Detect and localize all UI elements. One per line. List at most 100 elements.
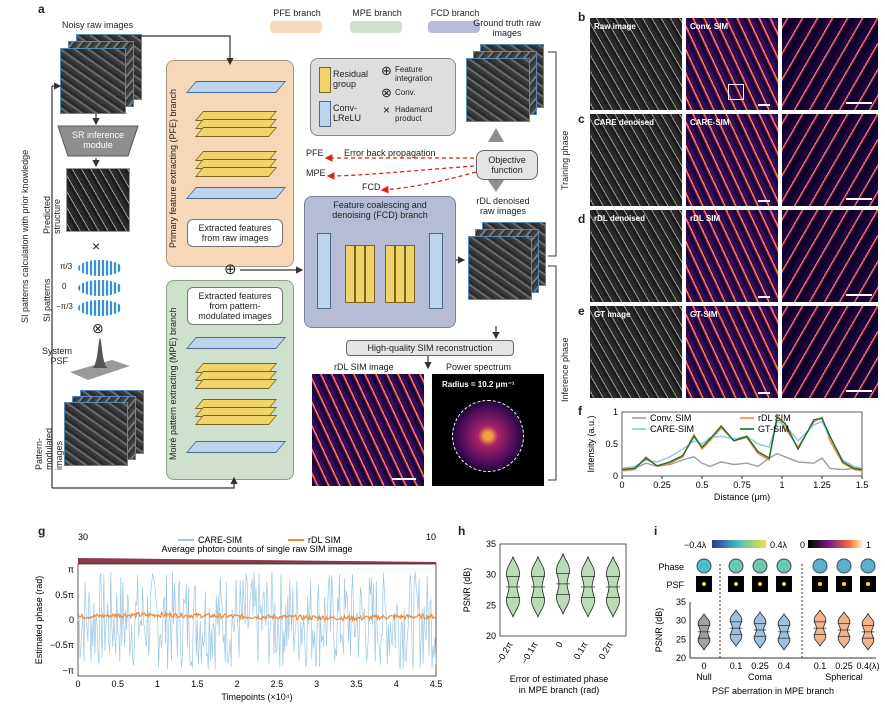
- g-xtick-label: 3: [314, 679, 319, 689]
- pfe-extract-label: Extracted features from raw images: [187, 219, 283, 247]
- panel-c-label: c: [578, 112, 585, 126]
- phase-pi3: π/3: [60, 262, 73, 271]
- g-top-left: 30: [78, 532, 88, 542]
- legend-pfe-swatch: [270, 21, 322, 33]
- b-raw-image: Raw image: [590, 18, 682, 110]
- pfe-branch-box: Extracted features from raw images: [166, 60, 294, 267]
- h-xtick-label: 0: [554, 640, 565, 649]
- f-legend-label-2: CARE-SIM: [650, 424, 694, 434]
- i-row-phase: Phase: [658, 562, 684, 572]
- i-phase-thumb-3: [776, 558, 792, 574]
- g-xtick-label: 2.5: [271, 679, 284, 689]
- otimes-symbol: ⊗: [92, 320, 104, 336]
- g-xtick-label: 1: [155, 679, 160, 689]
- i-phase-thumb-2: [752, 558, 768, 574]
- e-mid-label: GT-SIM: [690, 310, 718, 319]
- conv-label: Conv.: [395, 88, 416, 97]
- g-xtick-label: 4: [394, 679, 399, 689]
- g-ytick-label: 0: [69, 615, 74, 625]
- i-group-label: Null: [696, 672, 712, 682]
- i-phase-thumb-6: [860, 558, 876, 574]
- g-photon-bar: [78, 558, 436, 564]
- i-ytick-label: 25: [676, 634, 686, 644]
- i-phase-thumb-1: [728, 558, 744, 574]
- fcd-branch-label: Feature coalescing and denoising (FCD) b…: [332, 200, 428, 220]
- rdl-denoised-label: rDL denoised raw images: [476, 196, 530, 216]
- training-phase-label: Training phase: [560, 130, 570, 190]
- b-mid-label: Conv. SIM: [690, 22, 729, 31]
- phase-neg-pi3: −π/3: [56, 302, 73, 311]
- si-patterns-stack: [72, 258, 128, 318]
- f-xtick-label: 1.5: [856, 480, 869, 490]
- g-series-care: [77, 570, 437, 670]
- i-phase-thumb-0: [696, 558, 712, 574]
- pfe-arrow-label: PFE: [306, 148, 324, 158]
- gt-raw-image: [466, 58, 530, 122]
- f-xtick-label: 0.5: [696, 480, 709, 490]
- i-ytick-label: 20: [676, 653, 686, 663]
- conv-icon: ⊗: [381, 85, 392, 100]
- g-legend-label-1: rDL SIM: [308, 535, 341, 545]
- conv-swatch: [319, 101, 331, 127]
- g-ytick-label: −π: [63, 665, 74, 675]
- hadamard-label: Hadamard product: [395, 105, 433, 123]
- i-xtick-label: 0: [701, 661, 706, 671]
- d-mid-label: rDL SIM: [690, 214, 721, 223]
- g-legend-label-0: CARE-SIM: [198, 535, 242, 545]
- inference-phase-label: Inference phase: [560, 337, 570, 403]
- noisy-raw-image: [60, 48, 126, 114]
- sr-module-label: SR inference module: [71, 130, 125, 150]
- psf-peak: [70, 338, 130, 380]
- g-top-right: 10: [426, 532, 436, 542]
- i-psf-spot-4: [818, 582, 822, 586]
- e-gt-image: GT image: [590, 306, 682, 398]
- i-phase-thumb-5: [836, 558, 852, 574]
- f-series-0: [621, 452, 863, 471]
- noisy-raw-label: Noisy raw images: [62, 20, 134, 30]
- h-ytick-label: 30: [486, 570, 496, 580]
- error-bp-label: Error back propagation: [344, 148, 436, 158]
- g-xtick-label: 0.5: [112, 679, 125, 689]
- block-legend: Residual group Conv-LReLU ⊕ Feature inte…: [310, 58, 456, 136]
- e-zoom-image: [782, 306, 878, 398]
- legend-mpe-swatch: [350, 21, 402, 33]
- system-psf-label: System PSF: [42, 346, 73, 366]
- g-xlabel: Timepoints (×10⁴): [221, 692, 292, 702]
- g-xtick-label: 1.5: [191, 679, 204, 689]
- g-xtick-label: 4.5: [430, 679, 443, 689]
- i-cbar2: [808, 540, 862, 548]
- g-series-rdl: [77, 610, 437, 623]
- f-ytick-label: 0.5: [605, 439, 618, 449]
- f-xtick-label: 1: [779, 480, 784, 490]
- times-symbol: ×: [92, 238, 101, 254]
- oplus-symbol: ⊕: [224, 261, 237, 278]
- g-xtick-label: 3.5: [350, 679, 363, 689]
- panel-a-label: a: [38, 2, 45, 16]
- g-title: Average photon counts of single raw SIM …: [162, 544, 353, 554]
- f-ytick-label: 1: [613, 407, 618, 417]
- f-legend-label-3: GT-SIM: [758, 424, 789, 434]
- feature-integration-icon: ⊕: [381, 63, 392, 78]
- rdl-sim-image: [312, 374, 424, 486]
- residual-label: Residual group: [333, 69, 369, 89]
- i-cbar2-left: 0: [800, 540, 805, 550]
- h-ytick-label: 25: [486, 600, 496, 610]
- predicted-structure-image: [66, 168, 130, 232]
- d-zoom-image: [782, 210, 878, 302]
- panel-g-label: g: [38, 524, 46, 538]
- i-xtick-label: 0.4: [778, 661, 791, 671]
- i-psf-spot-0: [702, 582, 706, 586]
- b-conv-sim-image: Conv. SIM: [686, 18, 778, 110]
- h-xlabel-2: in MPE branch (rad): [519, 685, 600, 695]
- h-xtick-label: 0.2π: [597, 640, 615, 661]
- b-zoom-image: [782, 18, 878, 110]
- i-psf-spot-6: [866, 582, 870, 586]
- f-xtick-label: 0.25: [653, 480, 671, 490]
- i-xlabel: PSF aberration in MPE branch: [712, 686, 834, 696]
- legend-fcd-swatch: [428, 21, 480, 33]
- hadamard-icon: ×: [383, 103, 391, 117]
- f-xlabel: Distance (μm): [714, 492, 770, 502]
